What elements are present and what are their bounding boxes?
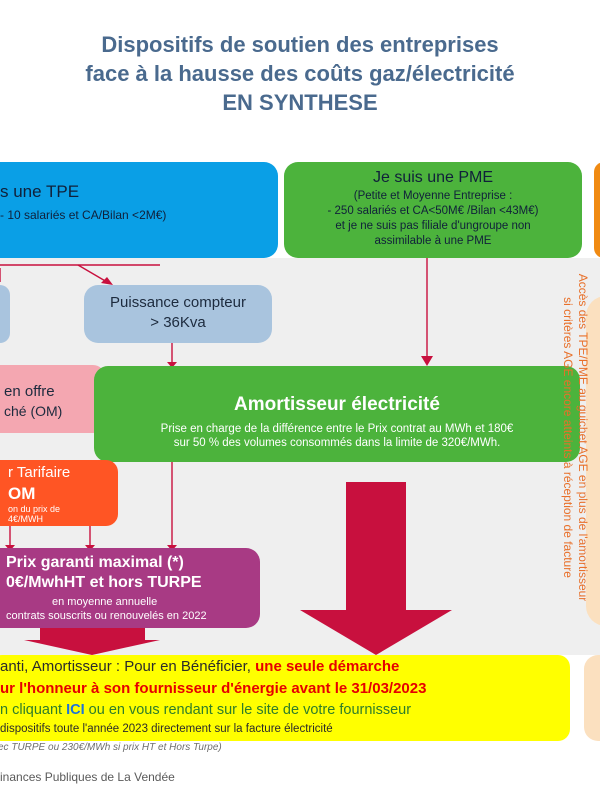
offre-line-2: ché (OM) xyxy=(4,403,63,419)
yellow-edge-box xyxy=(584,655,600,741)
amortisseur-card: Amortisseur électricité Prise en charge … xyxy=(94,366,580,462)
footnote: ec TURPE ou 230€/MWh si prix HT et Hors … xyxy=(0,742,222,753)
prix-line-2: 0€/MwhHT et hors TURPE xyxy=(6,574,202,591)
prix-garanti-card: Prix garanti maximal (*) 0€/MwhHT et hor… xyxy=(0,548,260,628)
arrowhead-amort-pme xyxy=(421,356,433,366)
demarche-line-1-text: anti, Amortisseur : Pour en Bénéficier, xyxy=(0,658,256,675)
pme-line-2: - 250 salariés et CA<50M€ /Bilan <43M€) xyxy=(327,205,539,217)
orange-side-panel xyxy=(586,296,600,626)
amortisseur-line-2: sur 50 % des volumes consommés dans la l… xyxy=(173,437,501,449)
connector-to-compteur xyxy=(77,264,108,283)
amortisseur-title: Amortisseur électricité xyxy=(234,394,440,415)
offre-line-1: en offre xyxy=(4,383,55,400)
footer-text: inances Publiques de La Vendée xyxy=(0,770,175,784)
compteur-card: Puissance compteur > 36Kva xyxy=(84,285,272,343)
tarif-line-4: 4€/MWH xyxy=(8,514,44,524)
pme-title: Je suis une PME xyxy=(372,169,494,186)
tarif-line-3: on du prix de xyxy=(8,504,61,514)
amortisseur-line-1: Prise en charge de la différence entre l… xyxy=(160,423,514,435)
demarche-line-3: n cliquant ICI ou en vous rendant sur le… xyxy=(0,702,411,718)
title-line-3: EN SYNTHESE xyxy=(222,90,378,115)
bouclier-tarifaire-card: r Tarifaire OM on du prix de 4€/MWH xyxy=(0,460,118,526)
title-line-1: Dispositifs de soutien des entreprises xyxy=(101,32,499,57)
demarche-line-3-a: n cliquant xyxy=(0,702,67,718)
page-title: Dispositifs de soutien des entreprises f… xyxy=(0,30,600,117)
prix-line-1: Prix garanti maximal (*) xyxy=(6,554,184,571)
pme-line-3: et je ne suis pas filiale d'ungroupe non xyxy=(335,220,531,232)
title-line-2: face à la hausse des coûts gaz/électrici… xyxy=(85,61,515,86)
ici-link[interactable]: ICI xyxy=(66,702,85,718)
prix-line-3: en moyenne annuelle xyxy=(52,596,158,608)
prix-line-4: contrats souscrits ou renouvelés en 2022 xyxy=(6,610,207,622)
demarche-line-2: ur l'honneur à son fournisseur d'énergie… xyxy=(0,680,427,697)
demarche-line-4: dispositifs toute l'année 2023 directeme… xyxy=(0,723,333,735)
vertical-note-line-2: si critères AGE encore atteints à récept… xyxy=(561,297,575,578)
compteur-line-2: > 36Kva xyxy=(150,314,206,331)
compteur-line-1: Puissance compteur xyxy=(110,294,246,311)
tpe-card: s une TPE - 10 salariés et CA/Bilan <2M€… xyxy=(0,162,278,258)
big-arrow-amortisseur xyxy=(300,482,452,655)
demarche-line-3-b: ou en vous rendant sur le site de votre … xyxy=(84,702,412,718)
big-arrow-prix xyxy=(24,628,160,655)
vertical-note-line-1: Accès des TPE/PME au guichet AGE en plus… xyxy=(576,273,590,602)
tpe-title: s une TPE xyxy=(0,182,80,201)
offre-marche-card: en offre ché (OM) xyxy=(0,365,105,433)
arrowhead-compteur xyxy=(101,277,113,285)
pme-line-4: assimilable à une PME xyxy=(374,235,492,247)
arrowhead-amort-left xyxy=(167,362,177,368)
tpe-subtitle: - 10 salariés et CA/Bilan <2M€) xyxy=(0,208,167,222)
demarche-line-1-highlight: une seule démarche xyxy=(255,658,400,675)
pme-card: Je suis une PME (Petite et Moyenne Entre… xyxy=(284,162,582,258)
tarif-line-1: r Tarifaire xyxy=(8,464,71,481)
vertical-note: Accès des TPE/PME au guichet AGE en plus… xyxy=(544,270,590,605)
compteur-left-box xyxy=(0,285,10,343)
orange-edge-box xyxy=(594,162,600,258)
demarche-banner: anti, Amortisseur : Pour en Bénéficier, … xyxy=(0,655,570,741)
demarche-line-1: anti, Amortisseur : Pour en Bénéficier, … xyxy=(0,658,399,675)
tarif-line-2: OM xyxy=(8,484,36,503)
pme-line-1: (Petite et Moyenne Entreprise : xyxy=(353,190,513,202)
